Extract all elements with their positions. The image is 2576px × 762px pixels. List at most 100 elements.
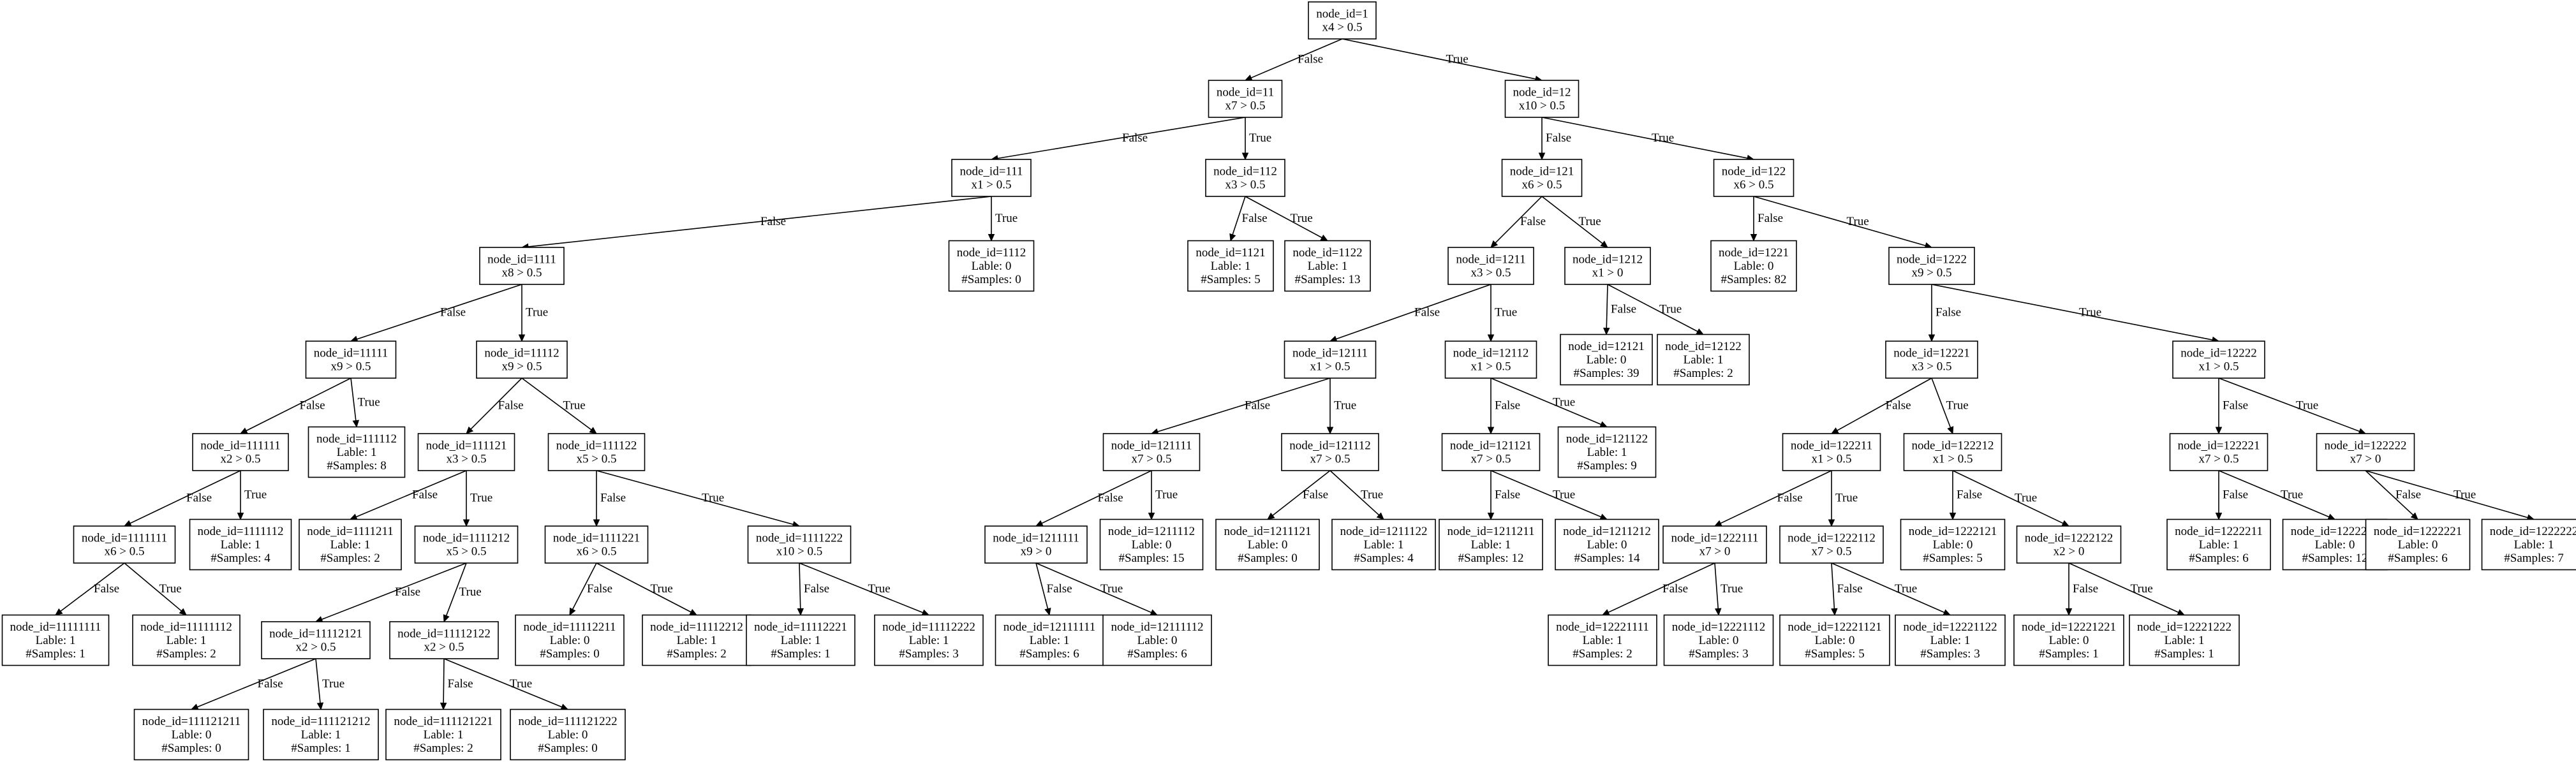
node-id-label: node_id=122211 <box>1791 439 1872 452</box>
node-id-label: node_id=1222122 <box>2025 531 2113 545</box>
node-detail-label: #Samples: 3 <box>1920 647 1980 661</box>
node-detail-label: Lable: 0 <box>1587 538 1627 552</box>
edge-11112121-to-111121211: False <box>190 658 316 710</box>
node-id-label: node_id=1211211 <box>1447 525 1534 538</box>
arrow-head-icon <box>2327 513 2336 520</box>
node-detail-label: #Samples: 3 <box>1689 647 1748 661</box>
node-detail-label: #Samples: 0 <box>1238 552 1297 565</box>
node-box <box>984 525 1088 564</box>
node-id-label: node_id=1212 <box>1573 253 1643 266</box>
edge-11-to-111: False <box>990 117 1246 162</box>
arrow-head-icon <box>1947 426 1954 435</box>
node-box <box>1662 525 1767 564</box>
node-detail-label: Lable: 1 <box>221 538 261 552</box>
node-detail-label: Lable: 1 <box>781 634 821 647</box>
node-box <box>2169 433 2269 471</box>
arrow-head-icon <box>1241 152 1249 161</box>
node-detail-label: Lable: 1 <box>1211 260 1251 273</box>
node-detail-label: Lable: 1 <box>330 538 371 552</box>
edge-label-false: False <box>600 492 626 505</box>
edge-line <box>1329 470 1380 516</box>
edge-label-false: False <box>2395 488 2421 501</box>
node-box <box>73 525 176 564</box>
edge-label-true: True <box>1100 582 1123 596</box>
edge-label-true: True <box>1334 399 1356 413</box>
node-detail-label: Lable: 0 <box>1248 538 1288 552</box>
node-box <box>1308 1 1377 40</box>
node-id-label: node_id=11 <box>1217 85 1274 99</box>
node-detail-label: #Samples: 2 <box>413 742 473 755</box>
edge-line <box>1931 377 1951 428</box>
node-box <box>746 614 855 666</box>
edge-line <box>315 658 321 703</box>
node-box <box>133 708 249 761</box>
edge-1222111-to-12221111: False <box>1601 562 1715 616</box>
edge-label-false: False <box>1098 492 1123 505</box>
node-detail-label: Lable: 1 <box>167 634 207 647</box>
node-detail-label: x7 > 0.5 <box>1132 452 1172 465</box>
node-id-label: node_id=1211212 <box>1563 525 1651 538</box>
edge-1222112-to-12221121: False <box>1831 562 1863 616</box>
node-id-label: node_id=1222211 <box>2175 525 2263 538</box>
edge-line <box>350 377 357 421</box>
node-detail-label: #Samples: 4 <box>1354 552 1414 565</box>
node-detail-label: Lable: 0 <box>172 728 212 742</box>
arrow-head-icon <box>237 513 244 520</box>
node-id-label: node_id=1222212 <box>2291 525 2379 538</box>
edge-label-true: True <box>1835 492 1858 505</box>
node-id-label: node_id=111121221 <box>394 715 492 728</box>
edge-line <box>1541 117 1748 159</box>
edge-line <box>357 284 522 340</box>
node-box <box>261 621 371 659</box>
edge-label-false: False <box>1298 53 1323 66</box>
edge-12-to-122: True <box>1541 117 1755 162</box>
node-detail-label: x1 > 0.5 <box>972 178 1012 191</box>
node-id-label: node_id=12112 <box>1453 346 1529 360</box>
node-box <box>1102 433 1201 471</box>
node-detail-label: #Samples: 7 <box>2504 552 2563 565</box>
node-id-label: node_id=111121211 <box>142 715 241 728</box>
edge-1211-to-12111: False <box>1329 284 1492 342</box>
edge-label-false: False <box>1495 488 1520 501</box>
node-detail-label: #Samples: 12 <box>1458 552 1524 565</box>
edge-1222122-to-12221221: False <box>2065 563 2098 616</box>
edge-line <box>1035 562 1152 613</box>
arrow-head-icon <box>2177 609 2186 616</box>
node-id-label: node_id=1111222 <box>756 531 843 545</box>
edge-label-true: True <box>510 677 532 691</box>
edge-line <box>1607 284 1698 332</box>
node-box <box>1710 240 1797 292</box>
node-id-label: node_id=1111 <box>487 253 556 266</box>
node-detail-label: x9 > 0.5 <box>331 360 371 373</box>
node-box <box>951 159 1032 197</box>
node-detail-label: Lable: 1 <box>1930 634 1971 647</box>
edge-line <box>997 117 1246 159</box>
edge-11112122-to-111121222: True <box>443 658 569 710</box>
edge-1211111-to-12111111: False <box>1035 562 1072 616</box>
edge-label-true: True <box>159 582 182 596</box>
node-detail-label: Lable: 1 <box>1030 634 1070 647</box>
edge-label-true: True <box>1553 488 1575 501</box>
arrow-head-icon <box>1376 512 1384 520</box>
arrow-head-icon <box>1599 421 1608 428</box>
edge-1222-to-12222: True <box>1931 284 2220 344</box>
node-box <box>2481 518 2576 571</box>
edge-label-false: False <box>760 215 786 228</box>
edge-label-false: False <box>1957 488 1982 501</box>
node-box <box>1548 614 1657 666</box>
edge-121121-to-1211211: False <box>1487 471 1520 520</box>
edge-label-false: False <box>1520 215 1546 228</box>
edge-label-true: True <box>563 399 586 413</box>
arrow-head-icon <box>349 513 358 520</box>
node-id-label: node_id=12221122 <box>1903 620 1997 634</box>
edge-line <box>1342 38 1536 80</box>
node-id-label: node_id=1211 <box>1456 253 1525 266</box>
edge-12221-to-122211: False <box>1830 377 1932 434</box>
edge-line <box>124 562 182 612</box>
